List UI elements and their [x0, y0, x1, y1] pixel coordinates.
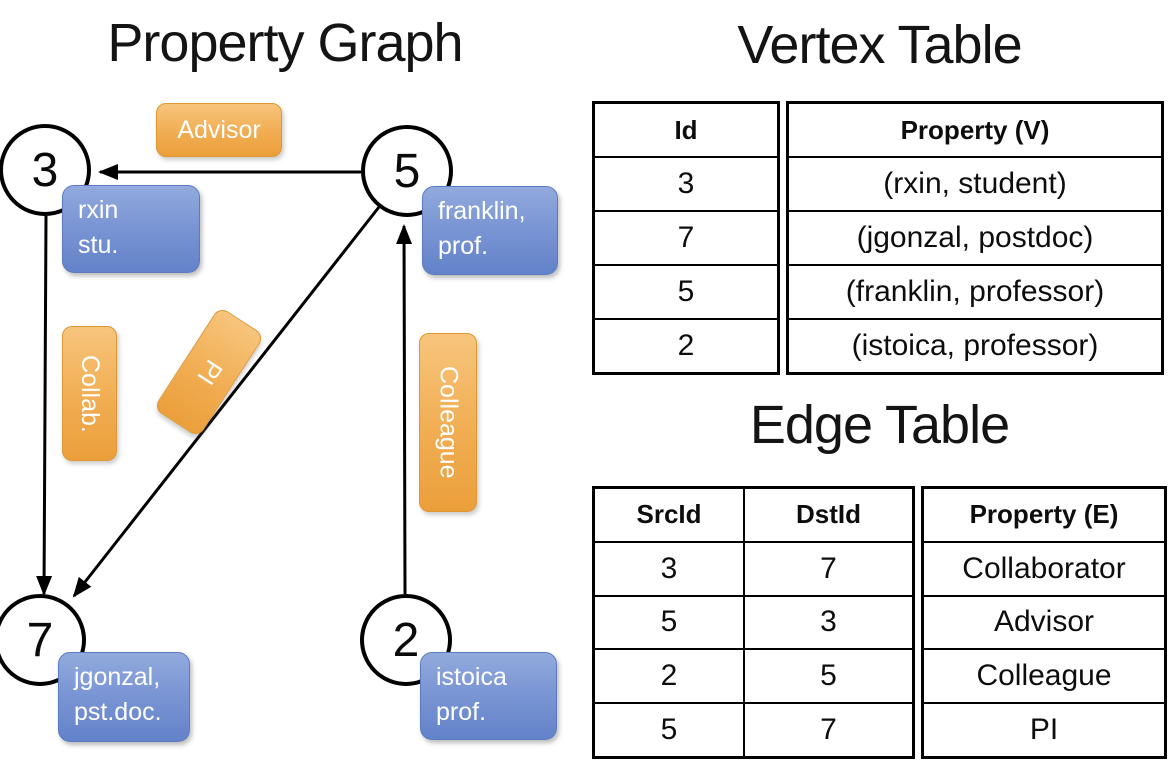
vertex-property-line: franklin,	[438, 197, 526, 225]
edge-pi-5-7	[72, 206, 381, 598]
edge-srcid-cell: 5	[595, 596, 743, 649]
edge-srcid-cell: 3	[595, 542, 743, 595]
vertex-property-line: prof.	[436, 697, 487, 726]
edge-property-cell: Collaborator	[924, 542, 1164, 595]
vertex-property-line: rxin	[78, 196, 119, 224]
edge-property-cell: Colleague	[924, 650, 1164, 703]
vertex-table-title: Vertex Table	[737, 15, 1022, 75]
edge-srcid-cell: 5	[595, 704, 743, 756]
vertex-property-line: pst.doc.	[74, 697, 162, 726]
edge-dstid-header: DstId	[745, 489, 912, 541]
vertex-property-line: istoica	[436, 663, 507, 691]
edge-dstid-cell: 7	[745, 542, 912, 595]
edge-property-cell: PI	[924, 704, 1164, 756]
edge-property-cell: Advisor	[924, 596, 1164, 649]
edge-colleague-2-5	[396, 224, 413, 595]
vertex-id-table: Id 3 7 5 2	[592, 101, 780, 375]
vertex-id-cell: 2	[595, 320, 777, 372]
edge-srcid-header: SrcId	[595, 489, 743, 541]
edge-label-advisor: Advisor	[156, 103, 282, 157]
node-5: 5	[361, 125, 453, 217]
vertex-id-cell: 7	[595, 212, 777, 264]
vertex-id-header: Id	[595, 104, 777, 156]
node-5-id: 5	[393, 144, 421, 198]
vertex-property-line: stu.	[78, 230, 119, 259]
edge-property-header: Property (E)	[924, 489, 1164, 541]
node-2-id: 2	[392, 613, 420, 667]
edge-dstid-cell: 7	[745, 704, 912, 756]
vertex-property-box-2: istoica prof.	[420, 652, 557, 740]
graph-edges-layer	[36, 164, 413, 598]
node-3-id: 3	[31, 143, 59, 197]
vertex-property-line: jgonzal,	[74, 663, 161, 691]
vertex-property-box-7: jgonzal, pst.doc.	[58, 652, 190, 742]
vertex-property-box-5: franklin, prof.	[422, 186, 558, 275]
edge-table-title: Edge Table	[749, 395, 1010, 455]
edge-ids-table: SrcId DstId 3 7 5 3 2 5 5 7	[592, 486, 915, 759]
edge-label-collab: Collab.	[62, 326, 117, 461]
vertex-property-cell: (franklin, professor)	[789, 266, 1161, 318]
vertex-property-line: prof.	[438, 231, 489, 260]
vertex-id-cell: 3	[595, 158, 777, 210]
vertex-id-cell: 5	[595, 266, 777, 318]
property-graph-title: Property Graph	[107, 13, 463, 73]
vertex-property-table: Property (V) (rxin, student) (jgonzal, p…	[786, 101, 1164, 375]
vertex-property-cell: (jgonzal, postdoc)	[789, 212, 1161, 264]
edge-dstid-cell: 3	[745, 596, 912, 649]
vertex-property-cell: (istoica, professor)	[789, 320, 1161, 372]
edge-srcid-cell: 2	[595, 650, 743, 703]
edge-property-table: Property (E) Collaborator Advisor Collea…	[921, 486, 1167, 759]
vertex-property-box-3: rxin stu.	[62, 185, 200, 273]
edge-collab-3-7	[36, 215, 53, 596]
edge-dstid-cell: 5	[745, 650, 912, 703]
vertex-property-cell: (rxin, student)	[789, 158, 1161, 210]
edge-label-colleague: Colleague	[419, 333, 477, 512]
node-7-id: 7	[26, 613, 54, 667]
vertex-property-header: Property (V)	[789, 104, 1161, 156]
